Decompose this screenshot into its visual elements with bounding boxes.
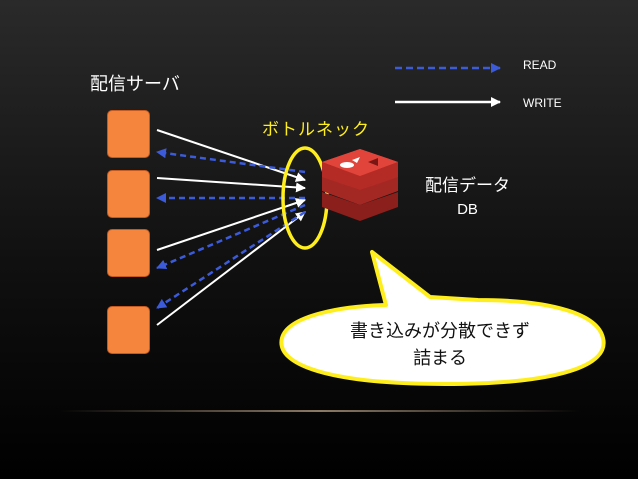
redis-logo-icon [322, 149, 398, 221]
speech-bubble [279, 250, 606, 386]
write-arrow [156, 177, 306, 193]
server-box [107, 306, 150, 354]
read-arrow [156, 210, 306, 310]
write-arrow [156, 129, 306, 182]
read-arrow [156, 203, 306, 270]
database-subtitle: DB [457, 201, 478, 218]
floor-glow [60, 410, 580, 412]
write-arrow [156, 198, 306, 251]
read-arrow [156, 148, 306, 174]
database-label: 配信データ DB [425, 174, 510, 222]
servers-title: 配信サーバ [90, 74, 180, 95]
server-box [107, 170, 150, 218]
callout-text: 書き込みが分散できず 詰まる [300, 318, 580, 372]
database-title: 配信データ [425, 176, 510, 196]
callout-line-2: 詰まる [413, 348, 467, 369]
bottleneck-title: ボトルネック [262, 120, 370, 140]
write-arrow [156, 211, 306, 326]
legend-read-label: READ [523, 58, 557, 72]
server-box [107, 229, 150, 277]
server-box [107, 110, 150, 158]
legend-write-label: WRITE [523, 96, 562, 110]
callout-line-1: 書き込みが分散できず [350, 321, 530, 342]
